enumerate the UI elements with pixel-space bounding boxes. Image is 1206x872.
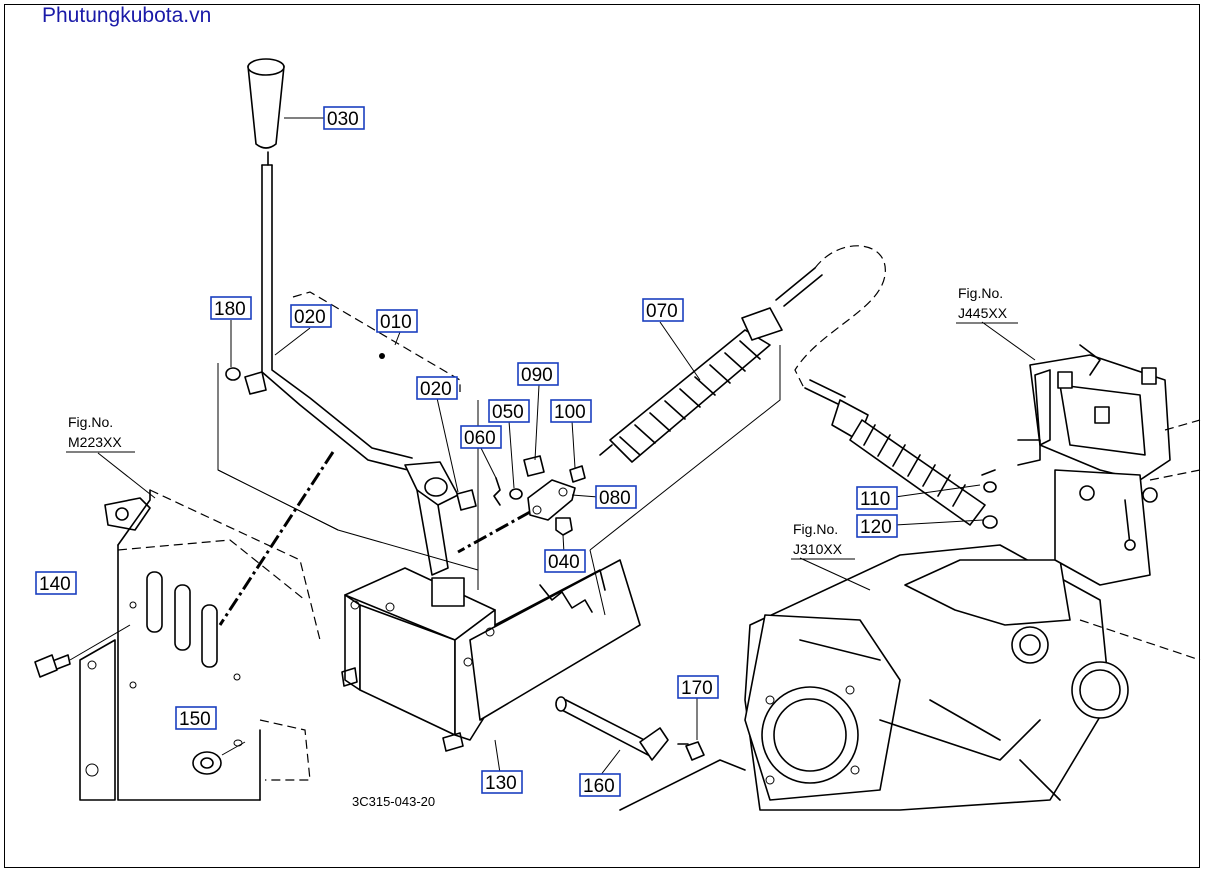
svg-text:170: 170: [681, 678, 713, 699]
svg-text:140: 140: [39, 574, 71, 595]
svg-text:3C315-043-20: 3C315-043-20: [352, 794, 435, 809]
callout-050: 050: [488, 399, 530, 423]
cable-end: [804, 379, 998, 529]
svg-text:040: 040: [548, 552, 580, 573]
callout-060: 060: [460, 425, 502, 449]
svg-text:090: 090: [521, 365, 553, 386]
svg-text:050: 050: [492, 402, 524, 423]
svg-text:030: 030: [327, 109, 359, 130]
transmission-housing: [619, 344, 1201, 811]
callout-040: 040: [544, 549, 586, 573]
callout-150: 150: [175, 706, 217, 730]
callout-160: 160: [579, 773, 621, 797]
fig-ref-j310xx: Fig.No. J310XX: [791, 521, 855, 560]
diagram-frame: [4, 4, 1200, 868]
callout-120: 120: [856, 514, 898, 538]
callout-180: 180: [210, 296, 252, 320]
frame-panel: [79, 489, 321, 801]
svg-text:120: 120: [860, 517, 892, 538]
callout-110: 110: [856, 486, 898, 510]
callout-080: 080: [595, 485, 637, 509]
fig-ref-j445xx: Fig.No. J445XX: [956, 285, 1018, 324]
watermark: Phutungkubota.vn: [42, 4, 212, 27]
leader-lines: [97, 117, 1036, 777]
callout-030: 030: [323, 106, 365, 130]
svg-text:Fig.No.: Fig.No.: [793, 521, 838, 537]
bolt-140: [34, 624, 131, 678]
callout-070: 070: [642, 298, 684, 322]
callout-090: 090: [517, 362, 559, 386]
shift-lever: [225, 58, 477, 576]
nut-150: [192, 739, 246, 775]
svg-text:130: 130: [485, 773, 517, 794]
callout-010: 010: [376, 309, 418, 333]
center-line-2: [457, 510, 531, 554]
diagram-code: 3C315-043-20: [352, 794, 435, 809]
svg-text:100: 100: [554, 402, 586, 423]
svg-text:070: 070: [646, 301, 678, 322]
group-outline: [292, 291, 461, 392]
callout-020-a: 020: [290, 304, 332, 328]
svg-text:020: 020: [420, 379, 452, 400]
svg-text:080: 080: [599, 488, 631, 509]
svg-text:060: 060: [464, 428, 496, 449]
link-hardware: [493, 455, 586, 536]
callout-170: 170: [677, 675, 719, 699]
callout-020-b: 020: [416, 376, 458, 400]
svg-text:150: 150: [179, 709, 211, 730]
callout-130: 130: [481, 770, 523, 794]
callout-140: 140: [35, 571, 77, 595]
svg-text:M223XX: M223XX: [68, 434, 122, 450]
svg-text:Fig.No.: Fig.No.: [958, 285, 1003, 301]
fig-ref-m223xx: Fig.No. M223XX: [66, 414, 135, 453]
group-dot: [379, 353, 385, 359]
svg-text:160: 160: [583, 776, 615, 797]
svg-text:180: 180: [214, 299, 246, 320]
control-cable: [599, 245, 886, 463]
center-line: [218, 451, 335, 626]
pin-160: [555, 696, 669, 761]
svg-text:010: 010: [380, 312, 412, 333]
lever-bracket: [341, 559, 641, 752]
svg-text:Fig.No.: Fig.No.: [68, 414, 113, 430]
svg-text:020: 020: [294, 307, 326, 328]
svg-text:110: 110: [860, 489, 890, 510]
callout-100: 100: [550, 399, 592, 423]
svg-text:J445XX: J445XX: [958, 305, 1008, 321]
bolt-170: [677, 741, 705, 761]
svg-text:J310XX: J310XX: [793, 541, 843, 557]
